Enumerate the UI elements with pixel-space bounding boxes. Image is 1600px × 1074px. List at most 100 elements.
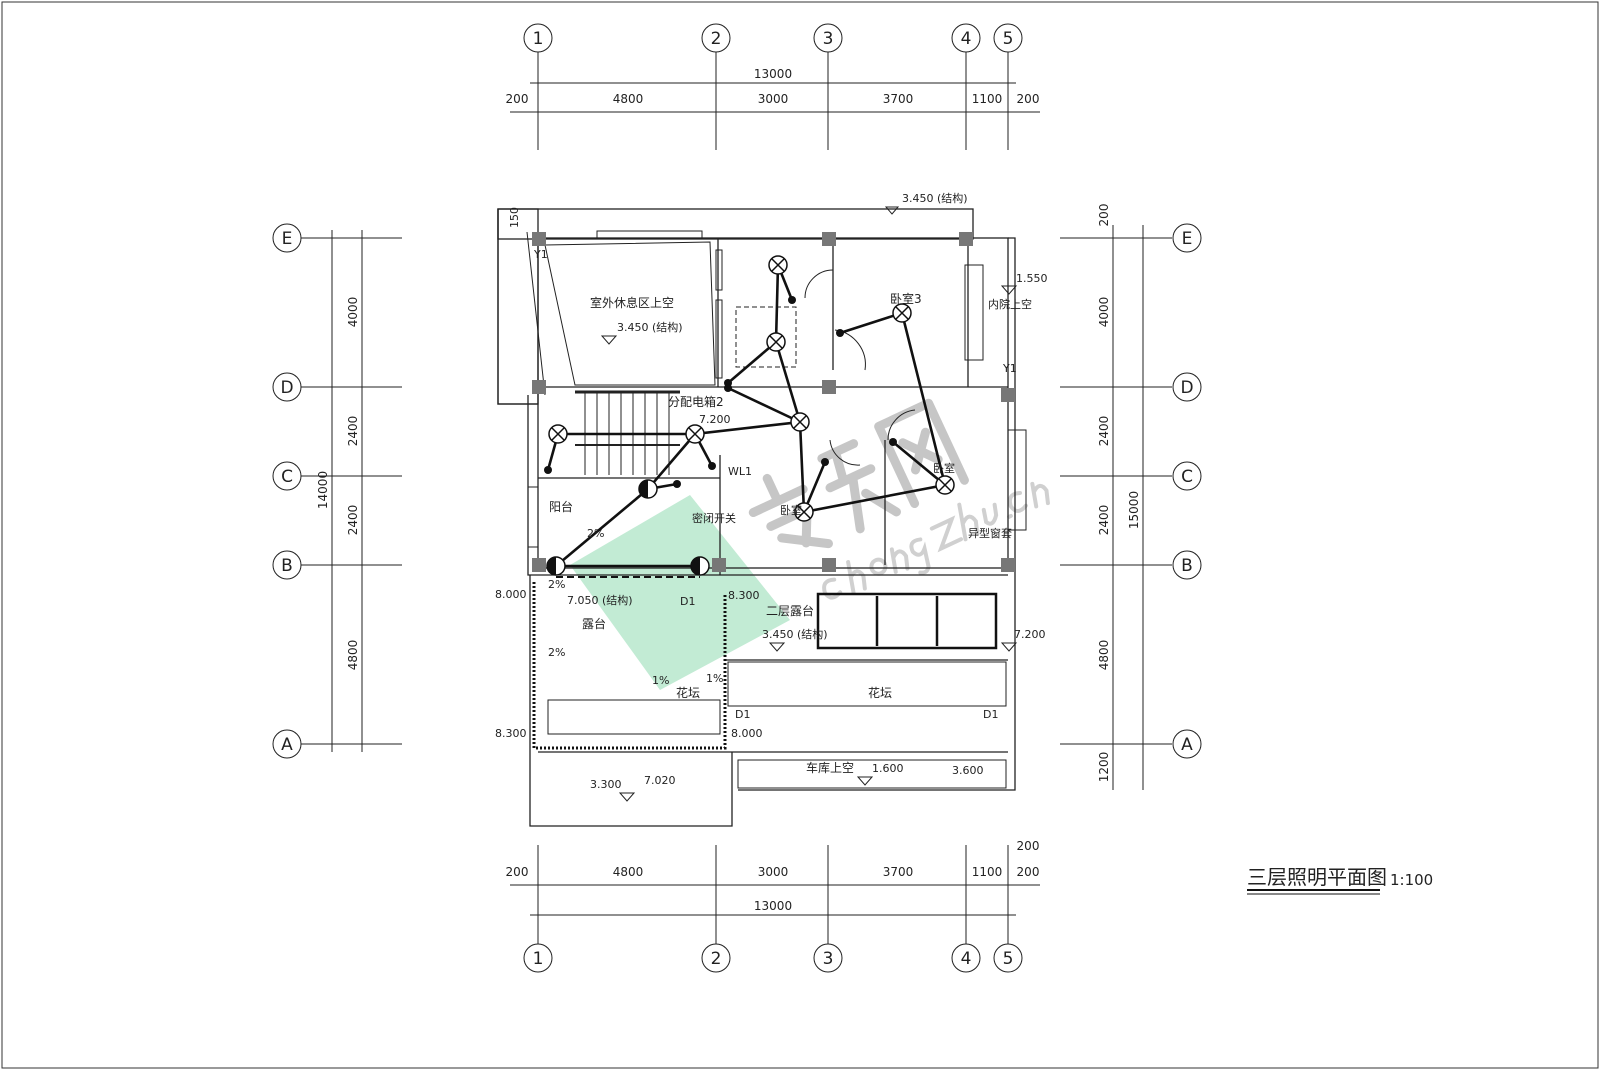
axis-label-5: 5 [1003,29,1014,49]
room-garage-void: 车库上空 [806,760,854,775]
flower-bed-a: 花坛 [676,685,700,700]
axis-bubble-3 [813,23,843,53]
room-second-floor-terrace: 二层露台 [766,603,814,618]
axis-bubble-3 [813,943,843,973]
level-bottom-7020: 7.020 [644,774,676,787]
lamp-cross [895,306,909,320]
dim-seg-4: 1100 [972,92,1003,106]
dim-seg-2: 3000 [758,92,789,106]
axis-bubble-E [1172,223,1202,253]
dim-150: 150 [508,207,521,228]
level-terrace: 7.050 (结构) [567,593,633,607]
axis-label-C: C [1181,467,1193,487]
axis-bubble-5 [993,23,1023,53]
axis-label-E: E [1182,229,1193,249]
level-void: 3.450 (结构) [617,320,683,334]
level-triangles [600,206,1018,802]
axis-bubble-E [272,223,302,253]
axis-label-A: A [1181,735,1193,755]
slope-1: 2% [587,527,604,540]
drawing-scale: 1:100 [1390,871,1433,889]
axis-bubble-C [272,461,302,491]
level-court: 1.550 [1016,272,1048,285]
dim-left-2: 2400 [346,505,360,536]
level-d1-8000: 8.000 [731,727,763,740]
d1-label-c: D1 [983,708,998,721]
switch-icon [821,458,829,466]
floor-plan [497,208,1027,827]
switch-icon [724,384,732,392]
room-inner-court-void: 内院上空 [988,297,1032,311]
switch-icon [673,480,681,488]
dim-seg-3: 3700 [883,865,914,879]
watermark-logo [570,398,1050,690]
axis-label-3: 3 [823,949,834,969]
dim-right-total: 15000 [1127,491,1141,529]
level-top: 3.450 (结构) [902,191,968,205]
room-bedroom-a: 卧室 [933,461,955,475]
room-bedroom-b: 卧室 [780,503,802,517]
dim-seg-0: 200 [506,92,529,106]
level-marks: 3.450 (结构) 3.450 (结构) 1.550 7.200 8.000 … [495,191,1048,791]
axis-label-3: 3 [823,29,834,49]
axis-bubble-D [272,372,302,402]
level-right-7200: 7.200 [1014,628,1046,641]
dim-seg-5: 200 [1017,865,1040,879]
lamp-cross [688,427,702,441]
axis-label-2: 2 [711,949,722,969]
lamps [544,255,955,576]
lamp-cross [771,258,785,272]
lamp-cross [797,505,811,519]
dim-left-3: 4800 [346,640,360,671]
axis-bubble-5 [993,943,1023,973]
slope-2: 2% [548,578,565,591]
wall-lamp-half [691,557,700,575]
axis-bubble-1 [523,943,553,973]
level-second-terrace: 3.450 (结构) [762,627,828,641]
dim-seg-5: 200 [1017,92,1040,106]
lamp-cross [938,478,952,492]
watermark-house-icon [570,495,790,690]
axis-bubble-4 [951,23,981,53]
y1-label-b: Y1 [1002,362,1017,375]
dim-left-total: 14000 [316,471,330,509]
axis-label-D: D [1180,378,1193,398]
flower-bed-b: 花坛 [868,685,892,700]
dim-seg-1: 4800 [613,865,644,879]
switch-icon [889,438,897,446]
dim-left-0: 4000 [346,297,360,328]
dim-seg-4: 1100 [972,865,1003,879]
axis-bubble-1 [523,23,553,53]
axis-bubble-D [1172,372,1202,402]
dim-seg-2: 3000 [758,865,789,879]
level-mid-8300: 8.300 [728,589,760,602]
slope-3: 2% [548,646,565,659]
lamp-cross [793,415,807,429]
switch-icon [544,466,552,474]
axis-label-D: D [280,378,293,398]
axis-label-E: E [282,229,293,249]
axis-label-4: 4 [961,29,972,49]
axis-bubble-B [272,550,302,580]
dim-right-4: 4800 [1097,640,1111,671]
sealed-switch-label: 密闭开关 [692,511,736,525]
d1-label-a: D1 [680,595,695,608]
axis-bubble-A [1172,729,1202,759]
slope-5: 1% [706,672,723,685]
axis-label-1: 1 [533,949,544,969]
dim-right-3: 2400 [1097,505,1111,536]
special-window-label: 异型窗套 [968,526,1012,540]
room-bedroom3: 卧室3 [890,291,922,306]
axis-bubble-C [1172,461,1202,491]
level-stair: 7.200 [699,413,731,426]
level-garage-right: 3.600 [952,764,984,777]
room-balcony: 阳台 [549,499,573,514]
switch-icon [836,329,844,337]
distribution-box-label: 分配电箱2 [668,394,724,409]
dim-bottom-extra: 200 [1017,839,1040,853]
wall-lamp-half [639,480,648,498]
